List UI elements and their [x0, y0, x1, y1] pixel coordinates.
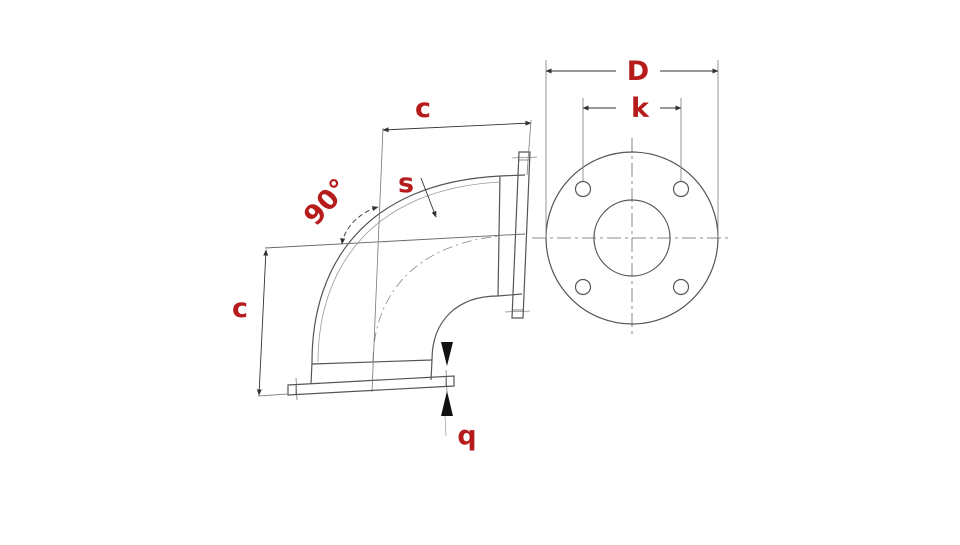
bolt-hole-top-left [574, 180, 592, 198]
bolt-hole-bottom-right [672, 278, 690, 296]
label-s: s [398, 168, 414, 199]
label-D: D [627, 56, 649, 87]
flange-front-view [532, 138, 732, 338]
dim-s-arrow [420, 177, 437, 218]
label-c-top: c [415, 93, 431, 124]
elbow-wall-inner [317, 181, 501, 363]
label-c-left: c [232, 293, 248, 324]
elbow-centerline-arc [372, 235, 501, 363]
right-flange [511, 151, 531, 319]
elbow-side-view [287, 151, 538, 401]
elbow-vertical-centerline [371, 127, 384, 393]
elbow-horizontal-centerline [264, 233, 526, 249]
bolt-hole-bottom-left [574, 278, 592, 296]
dim-k [582, 98, 682, 181]
dim-b [441, 342, 453, 437]
right-neck-bottom [497, 293, 523, 297]
bottom-neck-top [311, 359, 433, 365]
dim-c-top [382, 119, 532, 176]
angle-arc [340, 206, 379, 245]
label-k: k [631, 93, 650, 124]
bolt-hole-top-right [672, 180, 690, 198]
label-angle: 90° [298, 173, 355, 232]
right-neck-face [497, 175, 501, 297]
bottom-neck-left [310, 361, 313, 385]
dim-c-left [256, 249, 289, 397]
right-neck-top [499, 174, 526, 177]
label-b: b [457, 423, 476, 454]
elbow-inner-arc [431, 295, 499, 361]
dim-D [545, 60, 719, 238]
bottom-flange [287, 375, 455, 396]
